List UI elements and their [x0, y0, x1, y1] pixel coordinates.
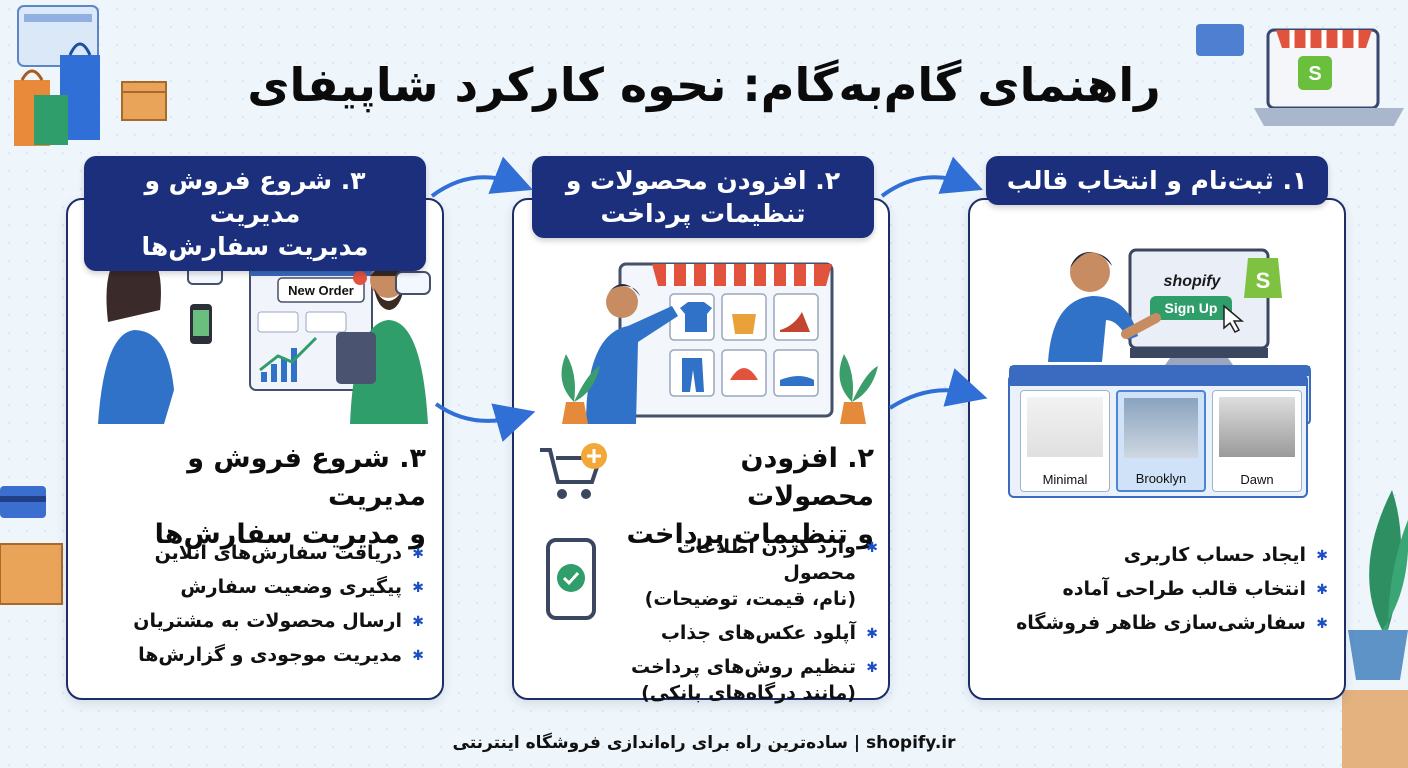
- new-order-popup: [277, 277, 365, 303]
- step-3-badge: ۳. شروع فروش و مدیریت مدیریت سفارش‌ها: [84, 156, 426, 271]
- sign-up-button: [1150, 296, 1232, 320]
- customer-figure: [98, 330, 174, 424]
- step-3-card: New Order ۳. شروع فروش و مدیریت و مدیریت…: [66, 198, 444, 700]
- step-2-badge: ۲. افزودن محصولات و تنظیمات پرداخت: [532, 156, 874, 238]
- merchant-figure: [586, 306, 678, 424]
- theme-label-minimal: Minimal: [1042, 472, 1088, 487]
- step-1-bullets: ایجاد حساب کاربری انتخاب قالب طراحی آماد…: [988, 542, 1328, 644]
- phone-check-icon: [546, 538, 596, 620]
- bullet-item: ایجاد حساب کاربری: [988, 542, 1328, 569]
- bullet-item: انتخاب قالب طراحی آماده: [988, 576, 1328, 603]
- bullet-item: آپلود عکس‌های جذاب: [610, 620, 878, 647]
- bullet-item: مدیریت موجودی و گزارش‌ها: [104, 642, 424, 669]
- step-2-bullets: وارد کردن اطلاعات محصول (نام، قیمت، توضی…: [610, 534, 878, 714]
- theme-card-dawn[interactable]: Dawn: [1212, 390, 1302, 492]
- shopify-logo-text: shopify: [1164, 273, 1222, 290]
- bullet-item: تنظیم روش‌های پرداخت (مانند درگاه‌های با…: [610, 654, 878, 706]
- step-2-illustration: [561, 262, 878, 424]
- chat-bubble-icon: [395, 271, 431, 295]
- bullet-item: سفارشی‌سازی ظاهر فروشگاه: [988, 610, 1328, 637]
- step-2-card: ۲. افزودن محصولات و تنظیمات پرداخت وارد …: [512, 198, 890, 704]
- theme-label-brooklyn: Brooklyn: [1135, 471, 1187, 486]
- new-order-text: New Order: [288, 283, 354, 298]
- svg-text:S: S: [1256, 268, 1271, 293]
- page-title: راهنمای گام‌به‌گام: نحوه کارکرد شاپیفای: [247, 58, 1161, 112]
- cap-icon: [730, 368, 758, 380]
- bullet-item: دریافت سفارش‌های آنلاین: [104, 540, 424, 567]
- bag-icon: [732, 314, 756, 334]
- step-3-illustration: New Order: [98, 250, 431, 424]
- step-3-heading: ۳. شروع فروش و مدیریت و مدیریت سفارش‌ها: [154, 443, 426, 550]
- bullet-item: پیگیری وضعیت سفارش: [104, 574, 424, 601]
- step-3-bullets: دریافت سفارش‌های آنلاین پیگیری وضعیت سفا…: [104, 540, 424, 676]
- shopify-bag-icon: [1244, 258, 1282, 298]
- plant-decoration: [1342, 490, 1408, 768]
- step-1-badge: ۱. ثبت‌نام و انتخاب قالب: [986, 156, 1328, 205]
- shopping-bags-decoration: [14, 5, 167, 146]
- cart-add-icon: [540, 443, 607, 499]
- tshirt-icon: [680, 302, 712, 332]
- footer-text: shopify.ir | ساده‌ترین راه برای راه‌اندا…: [452, 733, 956, 753]
- step-1-card: shopify Sign Up S Minimal Brooklyn Dawn …: [968, 198, 1346, 700]
- shoe-icon: [780, 312, 810, 332]
- tablet-icon: [336, 332, 376, 384]
- theme-label-dawn: Dawn: [1240, 472, 1274, 487]
- sign-up-button-label: Sign Up: [1165, 300, 1218, 316]
- jeans-icon: [682, 358, 704, 392]
- svg-text:S: S: [1308, 63, 1321, 85]
- bullet-item: وارد کردن اطلاعات محصول (نام، قیمت، توضی…: [610, 534, 878, 612]
- user-figure: [1048, 296, 1138, 362]
- bullet-item: ارسال محصولات به مشتریان: [104, 608, 424, 635]
- laptop-store-decoration: S: [1196, 24, 1404, 126]
- cursor-icon: [1223, 304, 1245, 333]
- theme-card-brooklyn[interactable]: Brooklyn: [1116, 390, 1206, 492]
- theme-card-minimal[interactable]: Minimal: [1020, 390, 1110, 492]
- card-box-decoration: [0, 486, 63, 605]
- sneaker-icon: [780, 376, 814, 386]
